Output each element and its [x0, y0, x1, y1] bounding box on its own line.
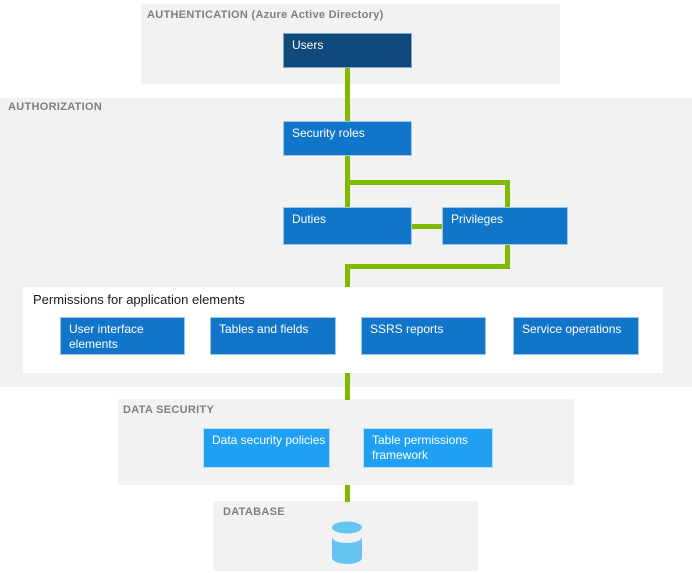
- connector-branch-horizontal: [345, 180, 510, 185]
- authorization-label: AUTHORIZATION: [8, 101, 103, 113]
- connector-return-horizontal: [345, 264, 510, 269]
- ssrs-reports-node: SSRS reports: [361, 317, 486, 355]
- connector-to-permissions: [345, 264, 350, 287]
- table-permissions-framework-node: Table permissions framework: [363, 428, 493, 468]
- data-security-band: [118, 399, 574, 485]
- authentication-label: AUTHENTICATION (Azure Active Directory): [147, 9, 384, 21]
- users-node: Users: [283, 33, 412, 68]
- connector-data-security-to-database: [345, 485, 350, 502]
- service-operations-node: Service operations: [513, 317, 639, 355]
- database-label: DATABASE: [223, 506, 285, 518]
- permissions-panel-title: Permissions for application elements: [33, 292, 245, 307]
- connector-permissions-to-data-security: [345, 373, 350, 400]
- security-roles-node: Security roles: [283, 121, 412, 156]
- user-interface-elements-node: User interface elements: [60, 317, 185, 355]
- data-security-label: DATA SECURITY: [123, 404, 215, 416]
- tables-and-fields-node: Tables and fields: [210, 317, 336, 355]
- connector-duties-privileges: [412, 224, 442, 229]
- connector-users-to-security-roles: [345, 68, 350, 121]
- privileges-node: Privileges: [442, 207, 568, 245]
- data-security-policies-node: Data security policies: [203, 428, 330, 468]
- duties-node: Duties: [283, 207, 412, 245]
- database-cylinder-icon: [332, 521, 362, 570]
